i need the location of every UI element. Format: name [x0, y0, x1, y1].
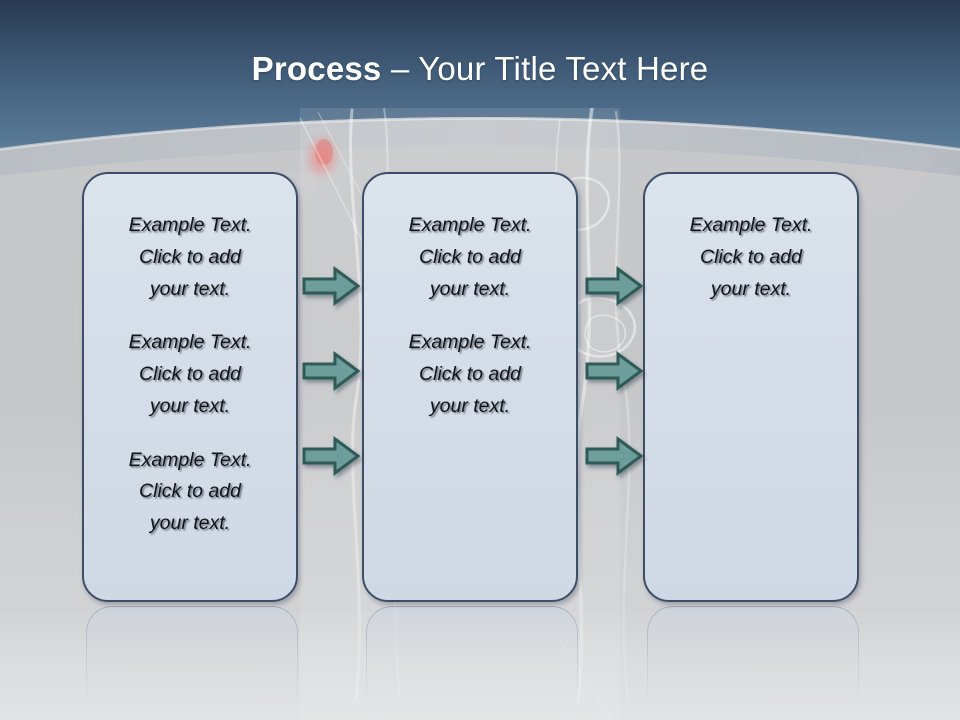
- process-box-2-content: Example Text. Click to add your text. Ex…: [364, 174, 576, 433]
- process-box-1-paragraph-3[interactable]: Example Text. Click to add your text.: [128, 448, 252, 535]
- right-block-arrow-icon[interactable]: [585, 351, 643, 391]
- process-box-1-reflection: [86, 606, 298, 716]
- process-box-1-content: Example Text. Click to add your text. Ex…: [84, 174, 296, 550]
- title-remainder: – Your Title Text Here: [381, 50, 709, 87]
- process-box-2-paragraph-2[interactable]: Example Text. Click to add your text.: [408, 331, 532, 417]
- process-box-1-paragraph-1[interactable]: Example Text. Click to add your text.: [128, 214, 252, 300]
- process-box-1[interactable]: Example Text. Click to add your text. Ex…: [82, 172, 298, 602]
- right-block-arrow-icon[interactable]: [585, 266, 643, 306]
- right-block-arrow-icon[interactable]: [302, 266, 360, 306]
- header-banner: [0, 0, 960, 176]
- title-keyword: Process: [251, 50, 382, 87]
- right-block-arrow-icon[interactable]: [585, 436, 643, 476]
- right-block-arrow-icon[interactable]: [302, 436, 360, 476]
- process-box-3-content: Example Text. Click to add your text.: [645, 174, 857, 315]
- process-box-2-reflection: [366, 606, 578, 716]
- process-box-3[interactable]: Example Text. Click to add your text.: [643, 172, 859, 602]
- right-block-arrow-icon[interactable]: [302, 351, 360, 391]
- process-box-3-paragraph-1[interactable]: Example Text. Click to add your text.: [689, 214, 813, 300]
- process-box-3-reflection: [647, 606, 859, 716]
- process-box-1-paragraph-2[interactable]: Example Text. Click to add your text.: [128, 331, 252, 417]
- process-box-2-paragraph-1[interactable]: Example Text. Click to add your text.: [408, 214, 532, 300]
- process-box-2[interactable]: Example Text. Click to add your text. Ex…: [362, 172, 578, 602]
- slide-title: Process – Your Title Text Here: [0, 50, 960, 88]
